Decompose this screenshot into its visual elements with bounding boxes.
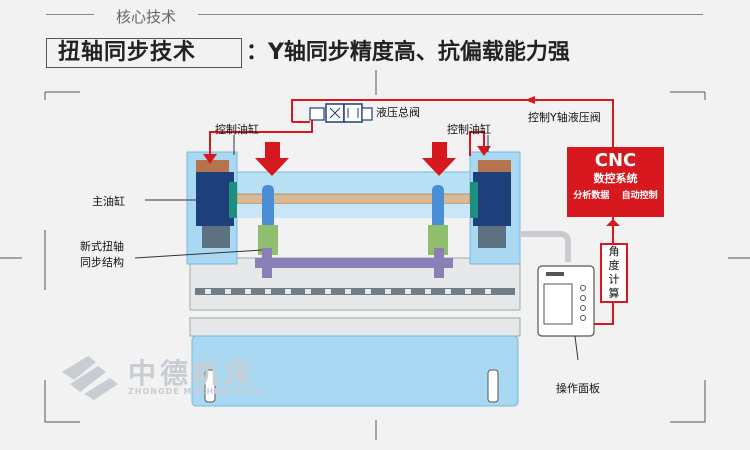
cnc-feedback-lines bbox=[590, 217, 614, 325]
sync-structure-label-line2: 同步结构 bbox=[80, 256, 124, 269]
guide-marks bbox=[0, 70, 750, 440]
brand-logo-mark bbox=[62, 356, 118, 400]
left-piston bbox=[202, 226, 230, 248]
left-main-cylinder bbox=[196, 172, 234, 226]
beam-teeth-gaps bbox=[205, 289, 491, 294]
table-slot-right bbox=[487, 369, 499, 403]
y-axis-valve-label: 控制Y轴液压阀 bbox=[528, 111, 601, 124]
left-sync-bracket bbox=[258, 225, 278, 255]
left-sync-rod bbox=[262, 185, 274, 230]
angle-calc-char: 计 bbox=[608, 273, 620, 286]
cnc-functions: 分析数据 自动控制 bbox=[567, 189, 664, 203]
operation-panel-label: 操作面板 bbox=[556, 382, 600, 395]
main-valve-label: 液压总阀 bbox=[376, 106, 420, 119]
force-arrows bbox=[255, 142, 456, 176]
angle-calc-box: 角 度 计 算 bbox=[600, 243, 628, 303]
right-cylinder-cap bbox=[478, 160, 511, 172]
angle-calc-char: 度 bbox=[608, 259, 620, 272]
beam-teeth bbox=[195, 288, 515, 295]
sync-structure-label-line1: 新式扭轴 bbox=[80, 240, 124, 253]
right-piston bbox=[478, 226, 506, 248]
page-subtitle: ：Y轴同步精度高、抗偏载能力强 bbox=[246, 40, 570, 65]
main-cylinder-label: 主油缸 bbox=[92, 195, 125, 208]
torsion-shaft bbox=[255, 258, 453, 268]
cross-beam-lower bbox=[237, 204, 470, 218]
main-valve bbox=[309, 103, 373, 123]
right-sync-bracket bbox=[428, 225, 448, 255]
left-cylinder-cap bbox=[196, 160, 229, 172]
operation-panel bbox=[537, 265, 595, 361]
hydraulic-lines bbox=[209, 99, 614, 162]
table-slot-left bbox=[204, 369, 216, 403]
right-cylinder-side bbox=[470, 182, 478, 218]
right-main-cylinder bbox=[473, 172, 511, 226]
cnc-title: CNC bbox=[594, 150, 637, 171]
lower-table bbox=[191, 335, 519, 407]
right-cylinder-label: 控制油缸 bbox=[447, 123, 491, 136]
cnc-subtitle: 数控系统 bbox=[593, 172, 638, 185]
brand-name-cn: 中德机床 bbox=[128, 357, 257, 390]
left-cylinder-label: 控制油缸 bbox=[215, 123, 259, 136]
left-shaft-arm bbox=[262, 248, 272, 278]
brand-name-en: ZHONGDE MACHINE TOOL bbox=[128, 387, 265, 396]
angle-calc-char: 角 bbox=[608, 245, 620, 258]
leader-lines bbox=[134, 135, 489, 259]
section-tag: 核心技术 bbox=[96, 6, 196, 27]
right-sync-rod bbox=[432, 185, 444, 230]
lower-die-rail bbox=[189, 317, 521, 337]
title-box bbox=[46, 38, 242, 68]
left-cylinder-side bbox=[229, 182, 237, 218]
header-rule-right bbox=[198, 14, 703, 15]
page-title: 扭轴同步技术 bbox=[58, 40, 197, 65]
cnc-system-box: CNC 数控系统 分析数据 自动控制 bbox=[567, 147, 664, 217]
header-rule-left bbox=[46, 14, 94, 15]
cnc-func-control: 自动控制 bbox=[621, 191, 658, 201]
right-shaft-arm bbox=[434, 248, 444, 278]
cnc-func-analyze: 分析数据 bbox=[573, 191, 610, 201]
angle-calc-char: 算 bbox=[608, 287, 620, 300]
panel-cable bbox=[520, 231, 571, 262]
